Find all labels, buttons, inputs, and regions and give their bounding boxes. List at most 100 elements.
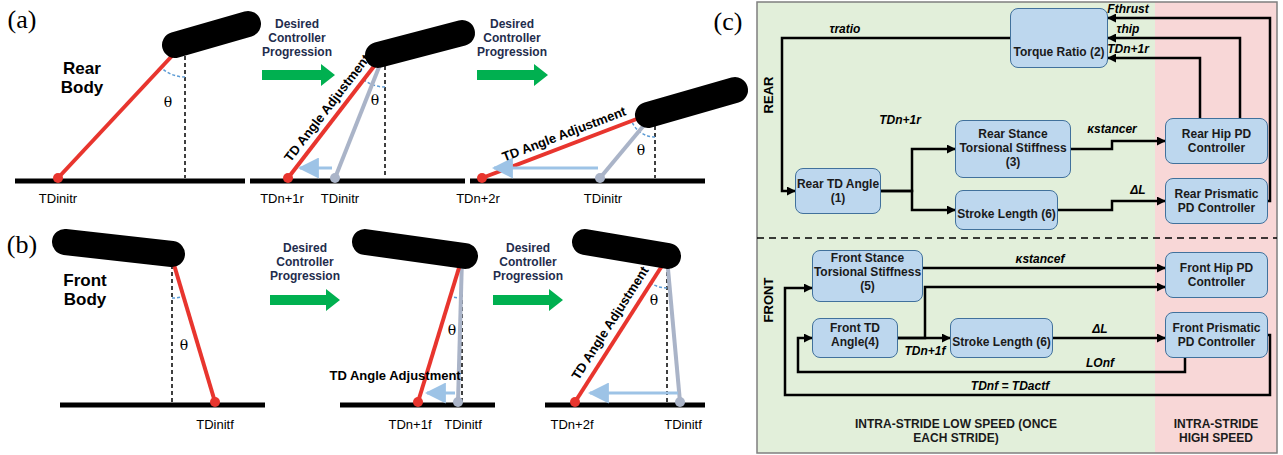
box-label: Torque Ratio (2)	[1011, 45, 1107, 59]
box-label: Rear Stance Torsional Stiffness (3)	[956, 127, 1070, 169]
touchdown-label: TDinitf	[664, 417, 702, 432]
speed-band: INTRA-STRIDE HIGH SPEED Rear Hip PD Contr…	[1155, 2, 1277, 453]
previous-foot	[453, 397, 463, 407]
low-speed-band-fill	[757, 2, 1155, 453]
leg	[575, 258, 667, 402]
signal-connector	[785, 288, 1270, 395]
adjustment-label: TD Angle Adjustment	[330, 368, 415, 383]
process-box: Front Hip PD Controller	[1165, 252, 1268, 298]
angle-symbol: θ	[180, 337, 188, 353]
angle-arcs	[161, 68, 667, 298]
progression-arrow	[262, 64, 335, 86]
adjustment-arrow	[427, 392, 455, 395]
signal-label: κstancer	[1087, 122, 1136, 136]
angle-symbol: θ	[371, 92, 379, 108]
angle-symbol: θ	[448, 322, 456, 338]
section-label: REAR	[761, 77, 776, 114]
angle-symbol: θ	[650, 292, 658, 308]
touchdown-label: TDinitf	[196, 417, 234, 432]
signal-connector	[1053, 337, 1165, 340]
body-bar	[175, 24, 248, 45]
process-box: Rear TD Angle (1)	[795, 168, 881, 214]
ground	[15, 179, 245, 184]
box-label: Stroke Length (6)	[956, 207, 1057, 221]
signal-connector	[1108, 18, 1270, 201]
process-box: Rear Prismatic PD Controller	[1165, 178, 1268, 224]
body-label: Rear Body	[57, 59, 107, 97]
signal-connector	[923, 267, 1165, 270]
signal-connector	[881, 191, 955, 210]
adjustment-arrow	[494, 167, 598, 170]
signal-label: Fthrust	[1107, 2, 1148, 16]
box-label: Front Hip PD Controller	[1166, 261, 1267, 289]
signal-label: κstancef	[1016, 252, 1065, 266]
body-bar	[365, 242, 465, 256]
signal-connector	[1108, 58, 1200, 118]
progression-arrow	[477, 64, 548, 86]
signal-label: τhip	[1117, 22, 1140, 36]
leg	[482, 112, 655, 178]
body-label: Front Body	[58, 271, 113, 309]
body-bar	[648, 90, 735, 115]
process-box: Stroke Length (6)	[950, 318, 1053, 358]
band-title: INTRA-STRIDE HIGH SPEED	[1166, 417, 1266, 445]
previous-leg	[458, 258, 462, 402]
signal-label: TDn+1r	[1107, 42, 1149, 56]
legs	[58, 42, 667, 402]
adjustment-label: TD Angle Adjustment	[568, 264, 651, 383]
process-box: Rear Stance Torsional Stiffness (3)	[955, 120, 1071, 178]
previous-feet	[330, 173, 685, 407]
process-box: Front Stance Torsional Stiffness (5)	[812, 250, 923, 302]
band-title: INTRA-STRIDE LOW SPEED (ONCE EACH STRIDE…	[851, 417, 1061, 445]
box-label: Rear Prismatic PD Controller	[1166, 187, 1267, 215]
leg	[418, 258, 462, 402]
box-label: Stroke Length (6)	[951, 335, 1052, 349]
foot	[570, 397, 580, 407]
previous-foot	[595, 173, 605, 183]
signal-label: ΔL	[1092, 322, 1107, 336]
ground	[60, 403, 265, 408]
ground	[470, 179, 705, 184]
body-bar	[378, 33, 462, 55]
box-label: Rear Hip PD Controller	[1166, 127, 1267, 155]
process-box: Stroke Length (6)	[955, 190, 1058, 230]
signal-connector	[1058, 201, 1165, 210]
ground	[250, 179, 465, 184]
progression-label: Desired Controller Progression	[265, 241, 345, 283]
high-speed-band-fill	[1155, 2, 1277, 453]
process-box: Torque Ratio (2)	[1010, 8, 1108, 68]
body-bar	[585, 242, 668, 256]
ground-lines	[15, 181, 705, 405]
box-label: Front Stance Torsional Stiffness (5)	[813, 251, 922, 293]
progression-label: Desired Controller Progression	[257, 17, 337, 59]
signal-connector	[1071, 141, 1165, 149]
angle-arc	[161, 68, 185, 77]
process-box: Rear Hip PD Controller	[1165, 118, 1268, 164]
bodies	[65, 24, 735, 256]
progression-label: Desired Controller Progression	[472, 17, 552, 59]
progression-arrow	[493, 289, 563, 311]
foot	[283, 173, 293, 183]
adjustment-arrow	[300, 167, 332, 170]
previous-legs	[335, 52, 680, 402]
previous-foot	[675, 397, 685, 407]
touchdown-label: TDn+1f	[389, 417, 432, 432]
section-label: FRONT	[761, 278, 776, 323]
touchdown-label: TDinitr	[321, 191, 359, 206]
foot	[210, 397, 220, 407]
signal-label: ΔL	[1130, 183, 1145, 197]
leg	[58, 42, 185, 178]
panel-label: (a)	[8, 5, 37, 35]
signal-connector	[881, 149, 955, 191]
vertical-reference	[184, 42, 186, 178]
touchdown-label: TDn+2f	[551, 417, 594, 432]
panel-frame	[757, 2, 1277, 453]
previous-leg	[667, 258, 680, 402]
vertical-reference	[171, 258, 173, 402]
touchdown-label: TDinitr	[584, 191, 622, 206]
touchdown-label: TDinitr	[39, 191, 77, 206]
progression-label: Desired Controller Progression	[488, 241, 568, 283]
